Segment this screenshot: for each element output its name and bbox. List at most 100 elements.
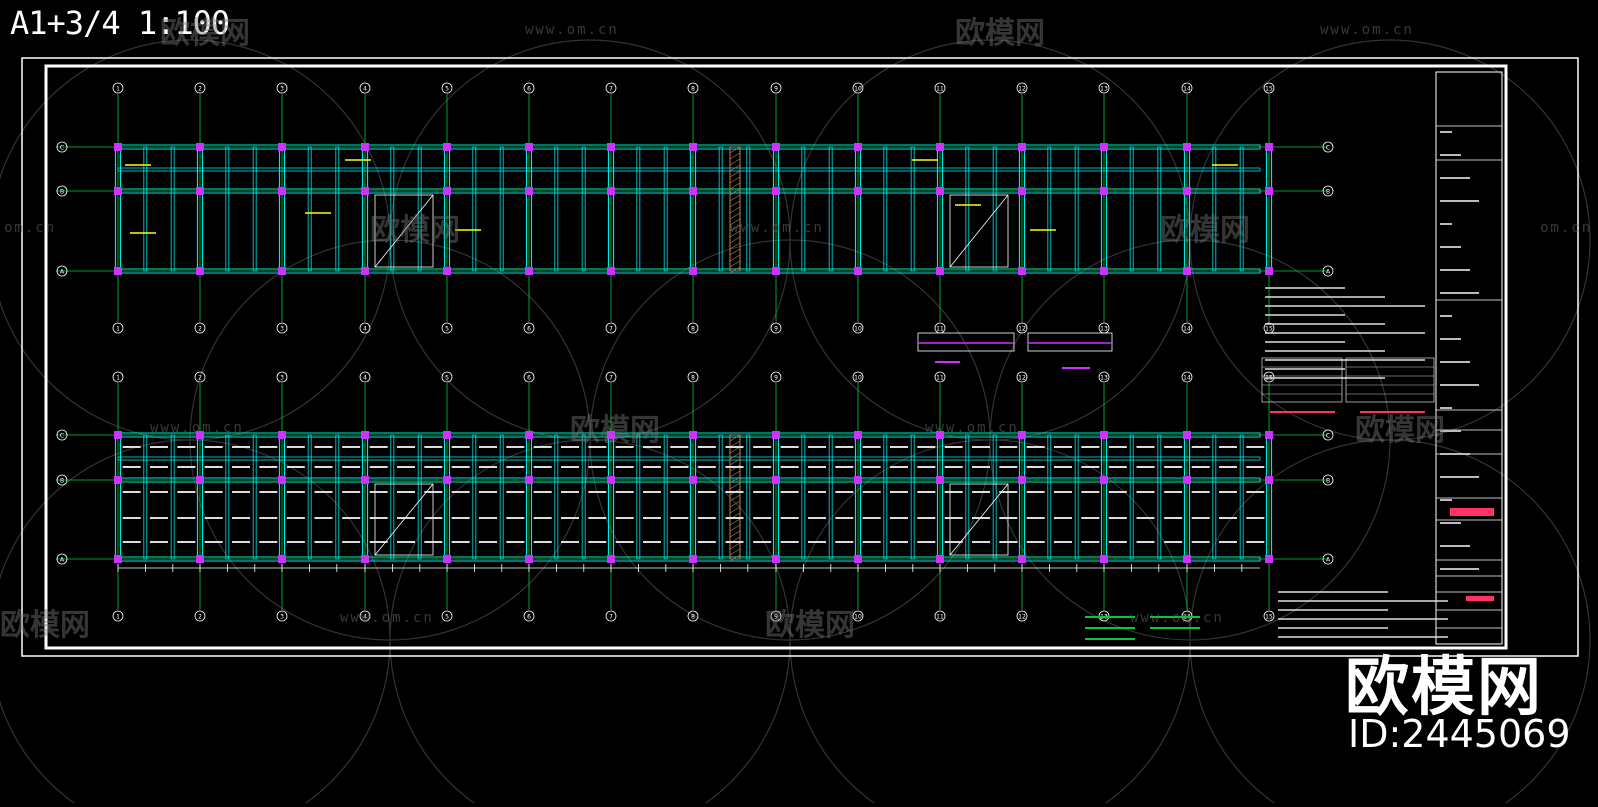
beam-secondary [663,146,668,272]
grid-bubble [770,371,782,383]
expansion-joint-hatch [729,548,741,556]
expansion-joint-hatch [729,176,741,184]
structural-column [1265,555,1273,563]
grid-bubble-label: C [60,433,64,440]
structural-column [1183,555,1191,563]
beam-secondary [143,146,148,272]
grid-bubble-label: 7 [609,614,613,621]
structural-column [607,143,615,151]
expansion-joint-hatch [729,248,741,256]
structural-column [1018,143,1026,151]
section-detail [917,332,1015,352]
structural-column [936,187,944,195]
structural-column [689,431,697,439]
grid-bubble-label: 9 [774,86,778,93]
grid-bubble [1181,371,1193,383]
grid-bubble-label: B [1326,478,1330,485]
grid-bubble-label: 8 [691,375,695,382]
grid-bubble [1098,371,1110,383]
watermark-site-text: www.om.cn [730,220,824,236]
grid-bubble-label: 3 [280,375,284,382]
grid-bubble [1263,82,1275,94]
structural-column [278,431,286,439]
stair-bay [949,194,1009,268]
structural-column [361,143,369,151]
grid-bubble [112,82,124,94]
structural-column [936,476,944,484]
expansion-joint-hatch [729,554,741,562]
structural-column [443,431,451,439]
beam-secondary [335,146,340,272]
structural-column [196,476,204,484]
structural-column [1183,267,1191,275]
grid-bubble-label: 3 [280,326,284,333]
grid-bubble-label: 2 [198,375,202,382]
grid-bubble [441,322,453,334]
grid-bubble-label: 4 [363,614,367,621]
expansion-joint-hatch [729,152,741,160]
structural-column [114,555,122,563]
structural-column [1183,187,1191,195]
watermark-site-text: www.om.cn [1320,22,1414,38]
beam-secondary [1074,434,1079,560]
structural-column [1265,431,1273,439]
beam-secondary [965,146,970,272]
grid-bubble-label: B [1326,189,1330,196]
sheet-outer-frame [21,57,1579,657]
watermark-site-text: www.om.cn [340,610,434,626]
structural-column [689,267,697,275]
structural-column [689,555,697,563]
expansion-joint-hatch [729,470,741,478]
structural-column [607,187,615,195]
watermark-logo-text: 欧模网 [370,213,460,248]
grid-bubble [523,82,535,94]
structural-column [525,476,533,484]
grid-bubble [934,82,946,94]
structural-column [278,143,286,151]
stair-diagonal [949,483,1009,556]
structural-column [525,187,533,195]
beam-secondary [417,434,422,560]
grid-bubble-label: 11 [936,375,944,382]
watermark-logo-text: 欧模网 [160,16,250,51]
grid-bubble [770,322,782,334]
grid-bubble-label: 7 [609,86,613,93]
grid-bubble [112,610,124,622]
structural-column [772,143,780,151]
watermark-logo-text: 欧模网 [1355,413,1445,448]
grid-bubble [605,82,617,94]
grid-bubble-label: 2 [198,86,202,93]
structural-column [1018,476,1026,484]
grid-bubble-label: 8 [691,86,695,93]
beam-secondary [883,146,888,272]
expansion-joint-hatch [729,236,741,244]
structural-column [854,431,862,439]
expansion-joint-hatch [729,524,741,532]
expansion-joint-hatch [729,242,741,250]
beam-secondary [746,146,751,272]
grid-bubble-label: 12 [1018,375,1026,382]
beam-secondary [1074,146,1079,272]
expansion-joint-hatch [729,188,741,196]
watermark-circle [1189,39,1591,441]
grid-bubble [1263,610,1275,622]
structural-column [1183,143,1191,151]
watermark-logo-text: 欧模网 [955,16,1045,51]
structural-column [443,476,451,484]
beam-secondary [472,434,477,560]
watermark-site-text: www.om.cn [150,420,244,436]
grid-bubble-label: 10 [854,326,862,333]
beam-secondary [170,146,175,272]
beam-secondary [170,434,175,560]
title-block-highlight [1466,596,1494,601]
grid-bubble [56,474,68,486]
structural-column [1100,431,1108,439]
beam-secondary [1047,146,1052,272]
grid-bubble-label: 10 [854,614,862,621]
structural-column [114,431,122,439]
drawing-id-label: ID:2445069 [1348,712,1571,756]
structural-column [443,143,451,151]
expansion-joint-hatch [729,452,741,460]
grid-bubble [852,371,864,383]
